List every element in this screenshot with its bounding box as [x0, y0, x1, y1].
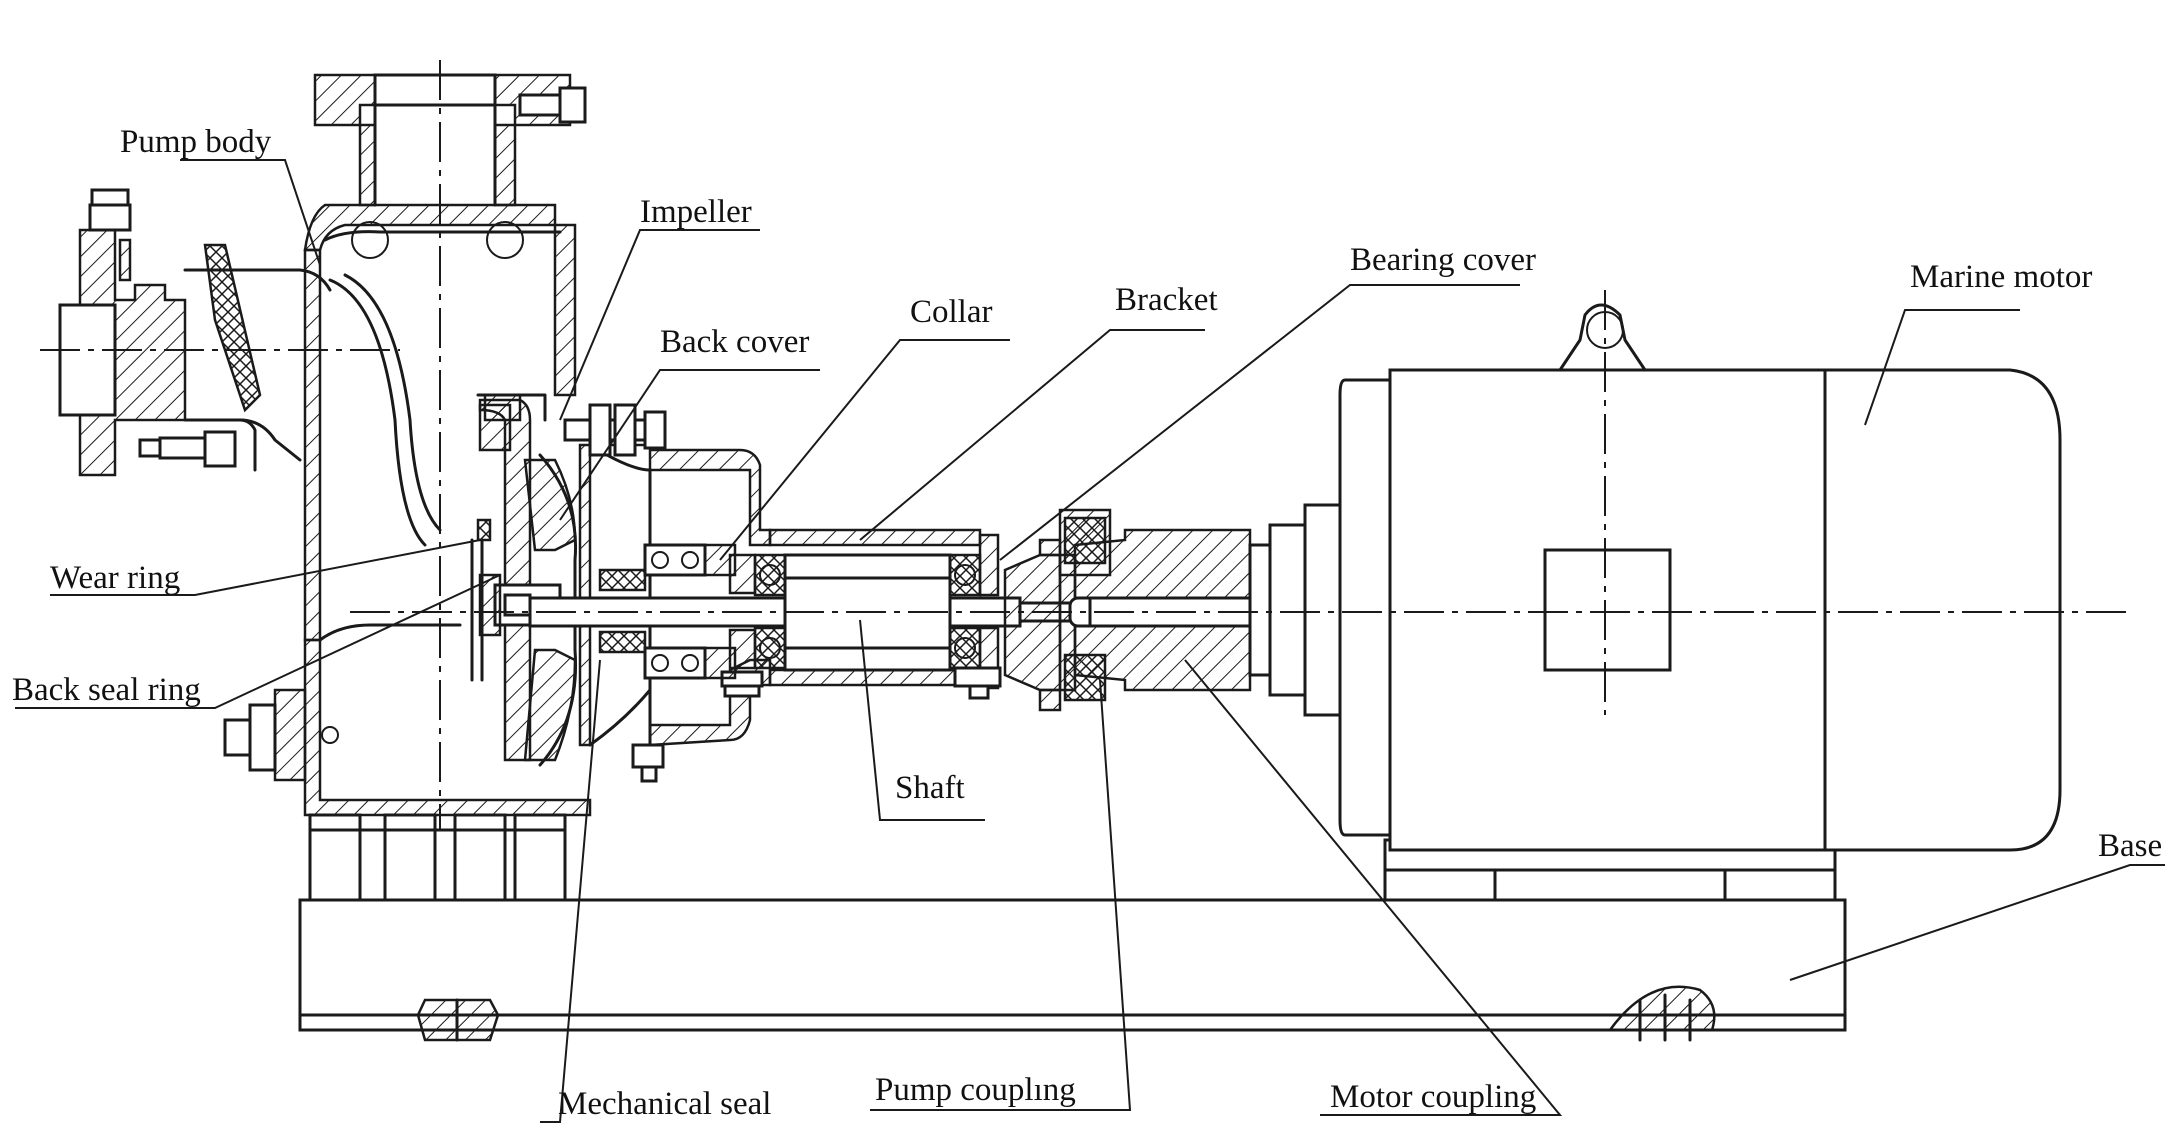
label-collar: Collar: [910, 294, 992, 330]
pump-coupling-assembly: [1003, 508, 1112, 712]
label-pump-coupling: Pump couplıng: [875, 1072, 1076, 1108]
motor-coupling-assembly: [1068, 528, 1272, 692]
leader-lines: [15, 159, 2165, 1123]
label-back-seal-ring: Back seal ring: [12, 672, 201, 708]
label-shaft: Shaft: [895, 770, 965, 806]
part-labels: Pump body Impeller Back cover Collar Bra…: [12, 124, 2162, 1122]
label-bracket: Bracket: [1115, 282, 1218, 318]
base-frame: [298, 898, 1847, 1042]
label-mechanical-seal: Mechanical seal: [558, 1086, 771, 1122]
pump-body-casing: [223, 73, 592, 817]
label-bearing-cover: Bearing cover: [1350, 242, 1536, 278]
pump-supports: [308, 813, 567, 902]
label-back-cover: Back cover: [660, 324, 809, 360]
label-wear-ring: Wear ring: [50, 560, 180, 596]
label-base: Base: [2098, 828, 2162, 864]
marine-motor: [1268, 290, 2062, 852]
label-motor-coupling: Motor coupling: [1330, 1079, 1536, 1115]
label-marine-motor: Marine motor: [1910, 259, 2092, 295]
label-pump-body: Pump body: [120, 124, 272, 160]
label-impeller: Impeller: [640, 194, 752, 230]
suction-inlet: [40, 188, 400, 477]
